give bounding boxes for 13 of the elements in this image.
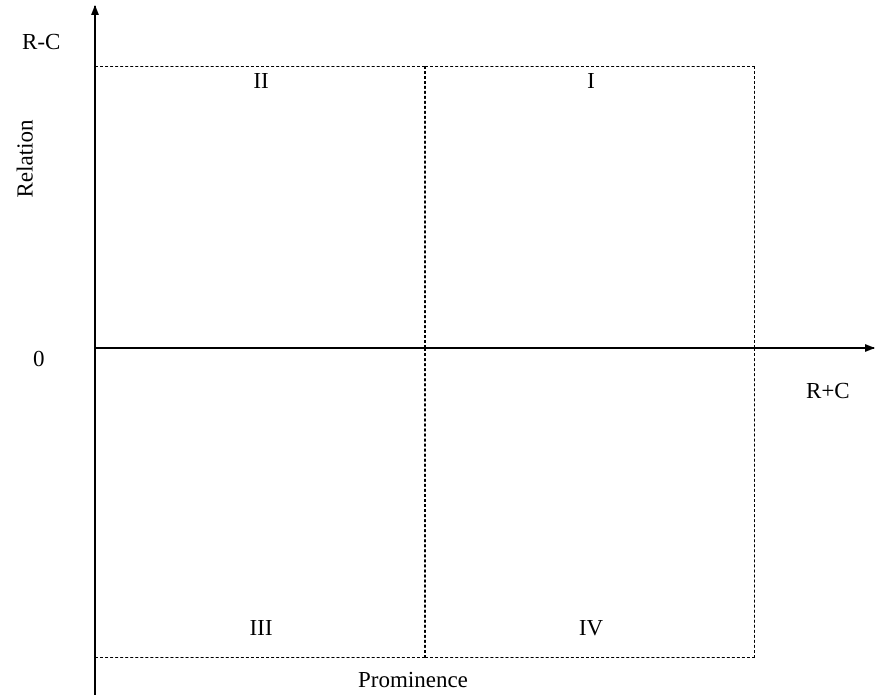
quadrant-box — [425, 66, 755, 348]
quadrant-number: II — [252, 68, 270, 94]
quadrant-box — [95, 348, 425, 658]
quadrant-box — [95, 66, 425, 348]
axis-title: Prominence — [358, 668, 468, 691]
axis-title: Relation — [13, 120, 36, 198]
axis-label: R+C — [806, 379, 850, 402]
axis-tick-label: 0 — [33, 347, 44, 370]
quadrant-number: IV — [578, 615, 604, 641]
quadrant-box — [425, 348, 755, 658]
quadrant-number: III — [248, 615, 274, 641]
quadrant-number: I — [586, 68, 596, 94]
axis-label: R-C — [22, 30, 60, 53]
